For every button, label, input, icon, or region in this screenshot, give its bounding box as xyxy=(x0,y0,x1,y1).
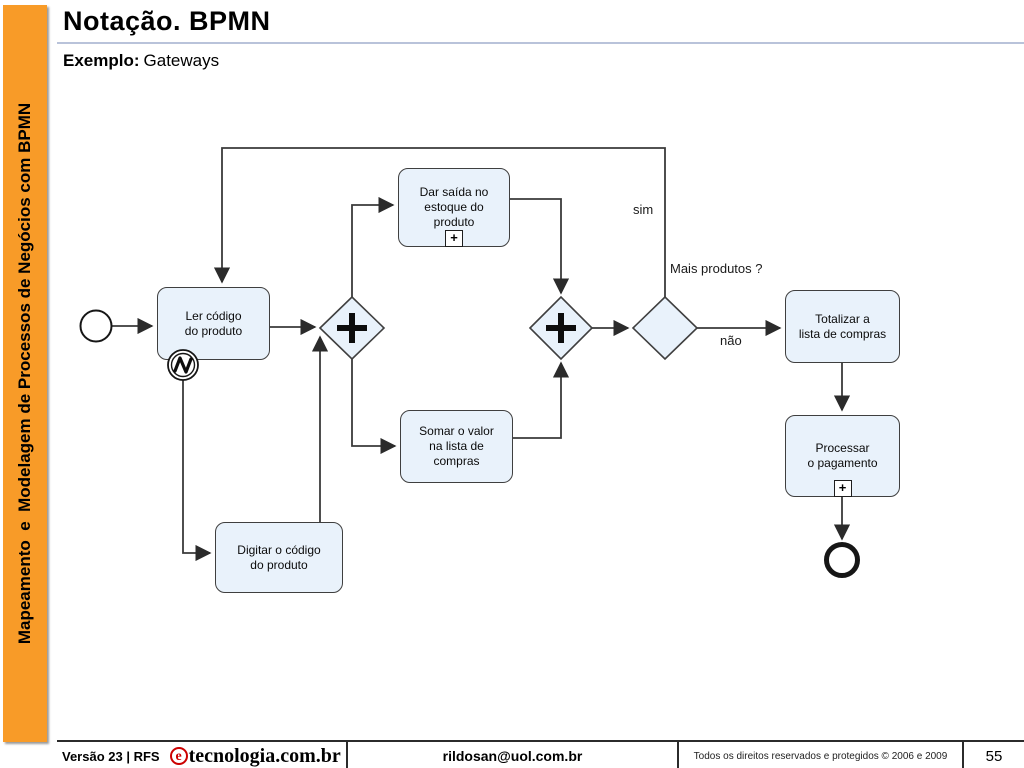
subprocess-plus-icon: + xyxy=(833,480,852,497)
task-ler-codigo: Ler código do produto xyxy=(157,287,270,360)
footer-copyright-cell: Todos os direitos reservados e protegido… xyxy=(679,742,964,768)
subprocess-plus-icon: + xyxy=(445,230,463,247)
footer-copyright: Todos os direitos reservados e protegido… xyxy=(693,750,948,762)
flow-boundary-to-digitar xyxy=(182,380,212,562)
sidebar-title: Mapeamento e Modelagem de Processos de N… xyxy=(15,102,34,645)
flow-gateway1-to-darsaida xyxy=(351,196,395,297)
flow-darsaida-to-gateway2 xyxy=(510,198,570,295)
task-totalizar: Totalizar a lista de compras xyxy=(785,290,900,363)
parallel-plus-icon xyxy=(546,313,576,343)
footer-email: rildosan@uol.com.br xyxy=(442,748,583,764)
subtitle-label: Exemplo: xyxy=(63,51,140,70)
footer-page-number: 55 xyxy=(985,747,1003,765)
footer-page-cell: 55 xyxy=(964,742,1024,768)
error-zigzag-icon xyxy=(173,356,193,374)
task-digitar-codigo: Digitar o código do produto xyxy=(215,522,343,593)
task-processar-label: Processar o pagamento xyxy=(807,441,878,470)
label-sim: sim xyxy=(633,202,654,217)
subtitle: Exemplo:Gateways xyxy=(63,51,219,71)
end-event-icon xyxy=(824,542,860,578)
start-event-icon xyxy=(79,309,113,343)
page-title: Notação. BPMN xyxy=(63,6,271,36)
subtitle-value: Gateways xyxy=(143,51,220,70)
gateway1-diamond xyxy=(318,295,386,361)
footer-version: Versão 23 | RFS xyxy=(62,748,160,764)
gateway2-diamond xyxy=(528,295,594,361)
label-nao: não xyxy=(720,333,742,348)
sidebar-accent-bar xyxy=(3,5,47,742)
task-dar-saida-label: Dar saída no estoque do produto xyxy=(419,185,489,229)
flow-somar-to-gateway2 xyxy=(513,361,570,439)
parallel-gateway-1 xyxy=(318,295,386,361)
logo-text: tecnologia.com.br xyxy=(188,744,341,767)
parallel-gateway-2 xyxy=(528,295,594,361)
logo-e-icon: e xyxy=(169,747,188,765)
parallel-plus-icon xyxy=(337,313,367,343)
task-dar-saida: Dar saída no estoque do produto+ xyxy=(398,168,510,247)
label-mais-produtos: Mais produtos ? xyxy=(670,261,763,276)
task-processar: Processar o pagamento + xyxy=(785,415,900,497)
flow-gateway1-to-somar xyxy=(351,359,397,455)
exclusive-gateway-decision xyxy=(631,295,699,361)
title-divider xyxy=(57,42,1024,44)
footer-email-cell: rildosan@uol.com.br xyxy=(348,742,679,768)
task-somar-valor: Somar o valor na lista de compras xyxy=(400,410,513,483)
